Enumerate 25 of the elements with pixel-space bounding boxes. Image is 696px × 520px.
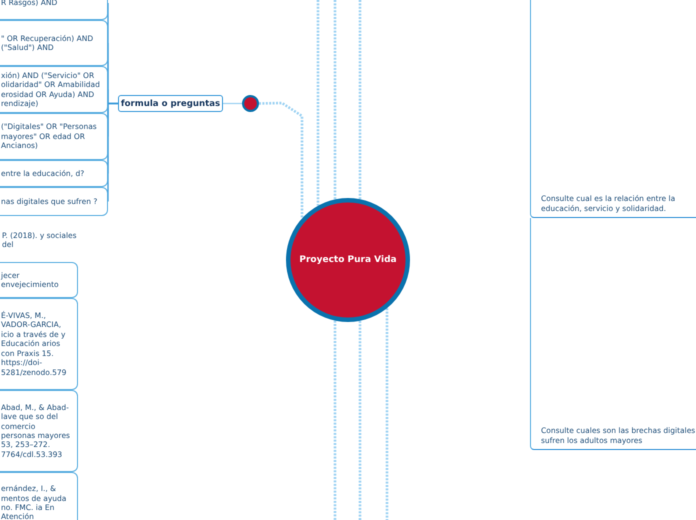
note-box — [0, 113, 108, 160]
topic-title: Proyecto Pura Vida — [299, 255, 397, 265]
topic-box — [118, 95, 223, 112]
connector-line — [334, 0, 336, 200]
note-box — [0, 472, 78, 520]
connector-line — [386, 308, 388, 520]
note-box — [530, 218, 696, 450]
note-box — [0, 187, 108, 216]
note-box — [0, 298, 78, 390]
connector-line — [358, 320, 362, 520]
central-topic-circle — [286, 198, 410, 322]
connector-line — [334, 320, 336, 520]
junction-dot — [242, 95, 259, 112]
note-box — [0, 262, 78, 298]
connector-line — [316, 0, 320, 206]
connector-line — [358, 0, 362, 200]
connector-line — [222, 102, 242, 104]
note-box — [0, 66, 108, 113]
note-box — [0, 390, 78, 472]
connector-line — [258, 102, 304, 218]
note-box — [0, 20, 108, 66]
note-box — [0, 160, 108, 187]
note-box — [530, 0, 696, 218]
connector-line — [107, 102, 118, 202]
node-text: formula o preguntas — [120, 98, 220, 108]
